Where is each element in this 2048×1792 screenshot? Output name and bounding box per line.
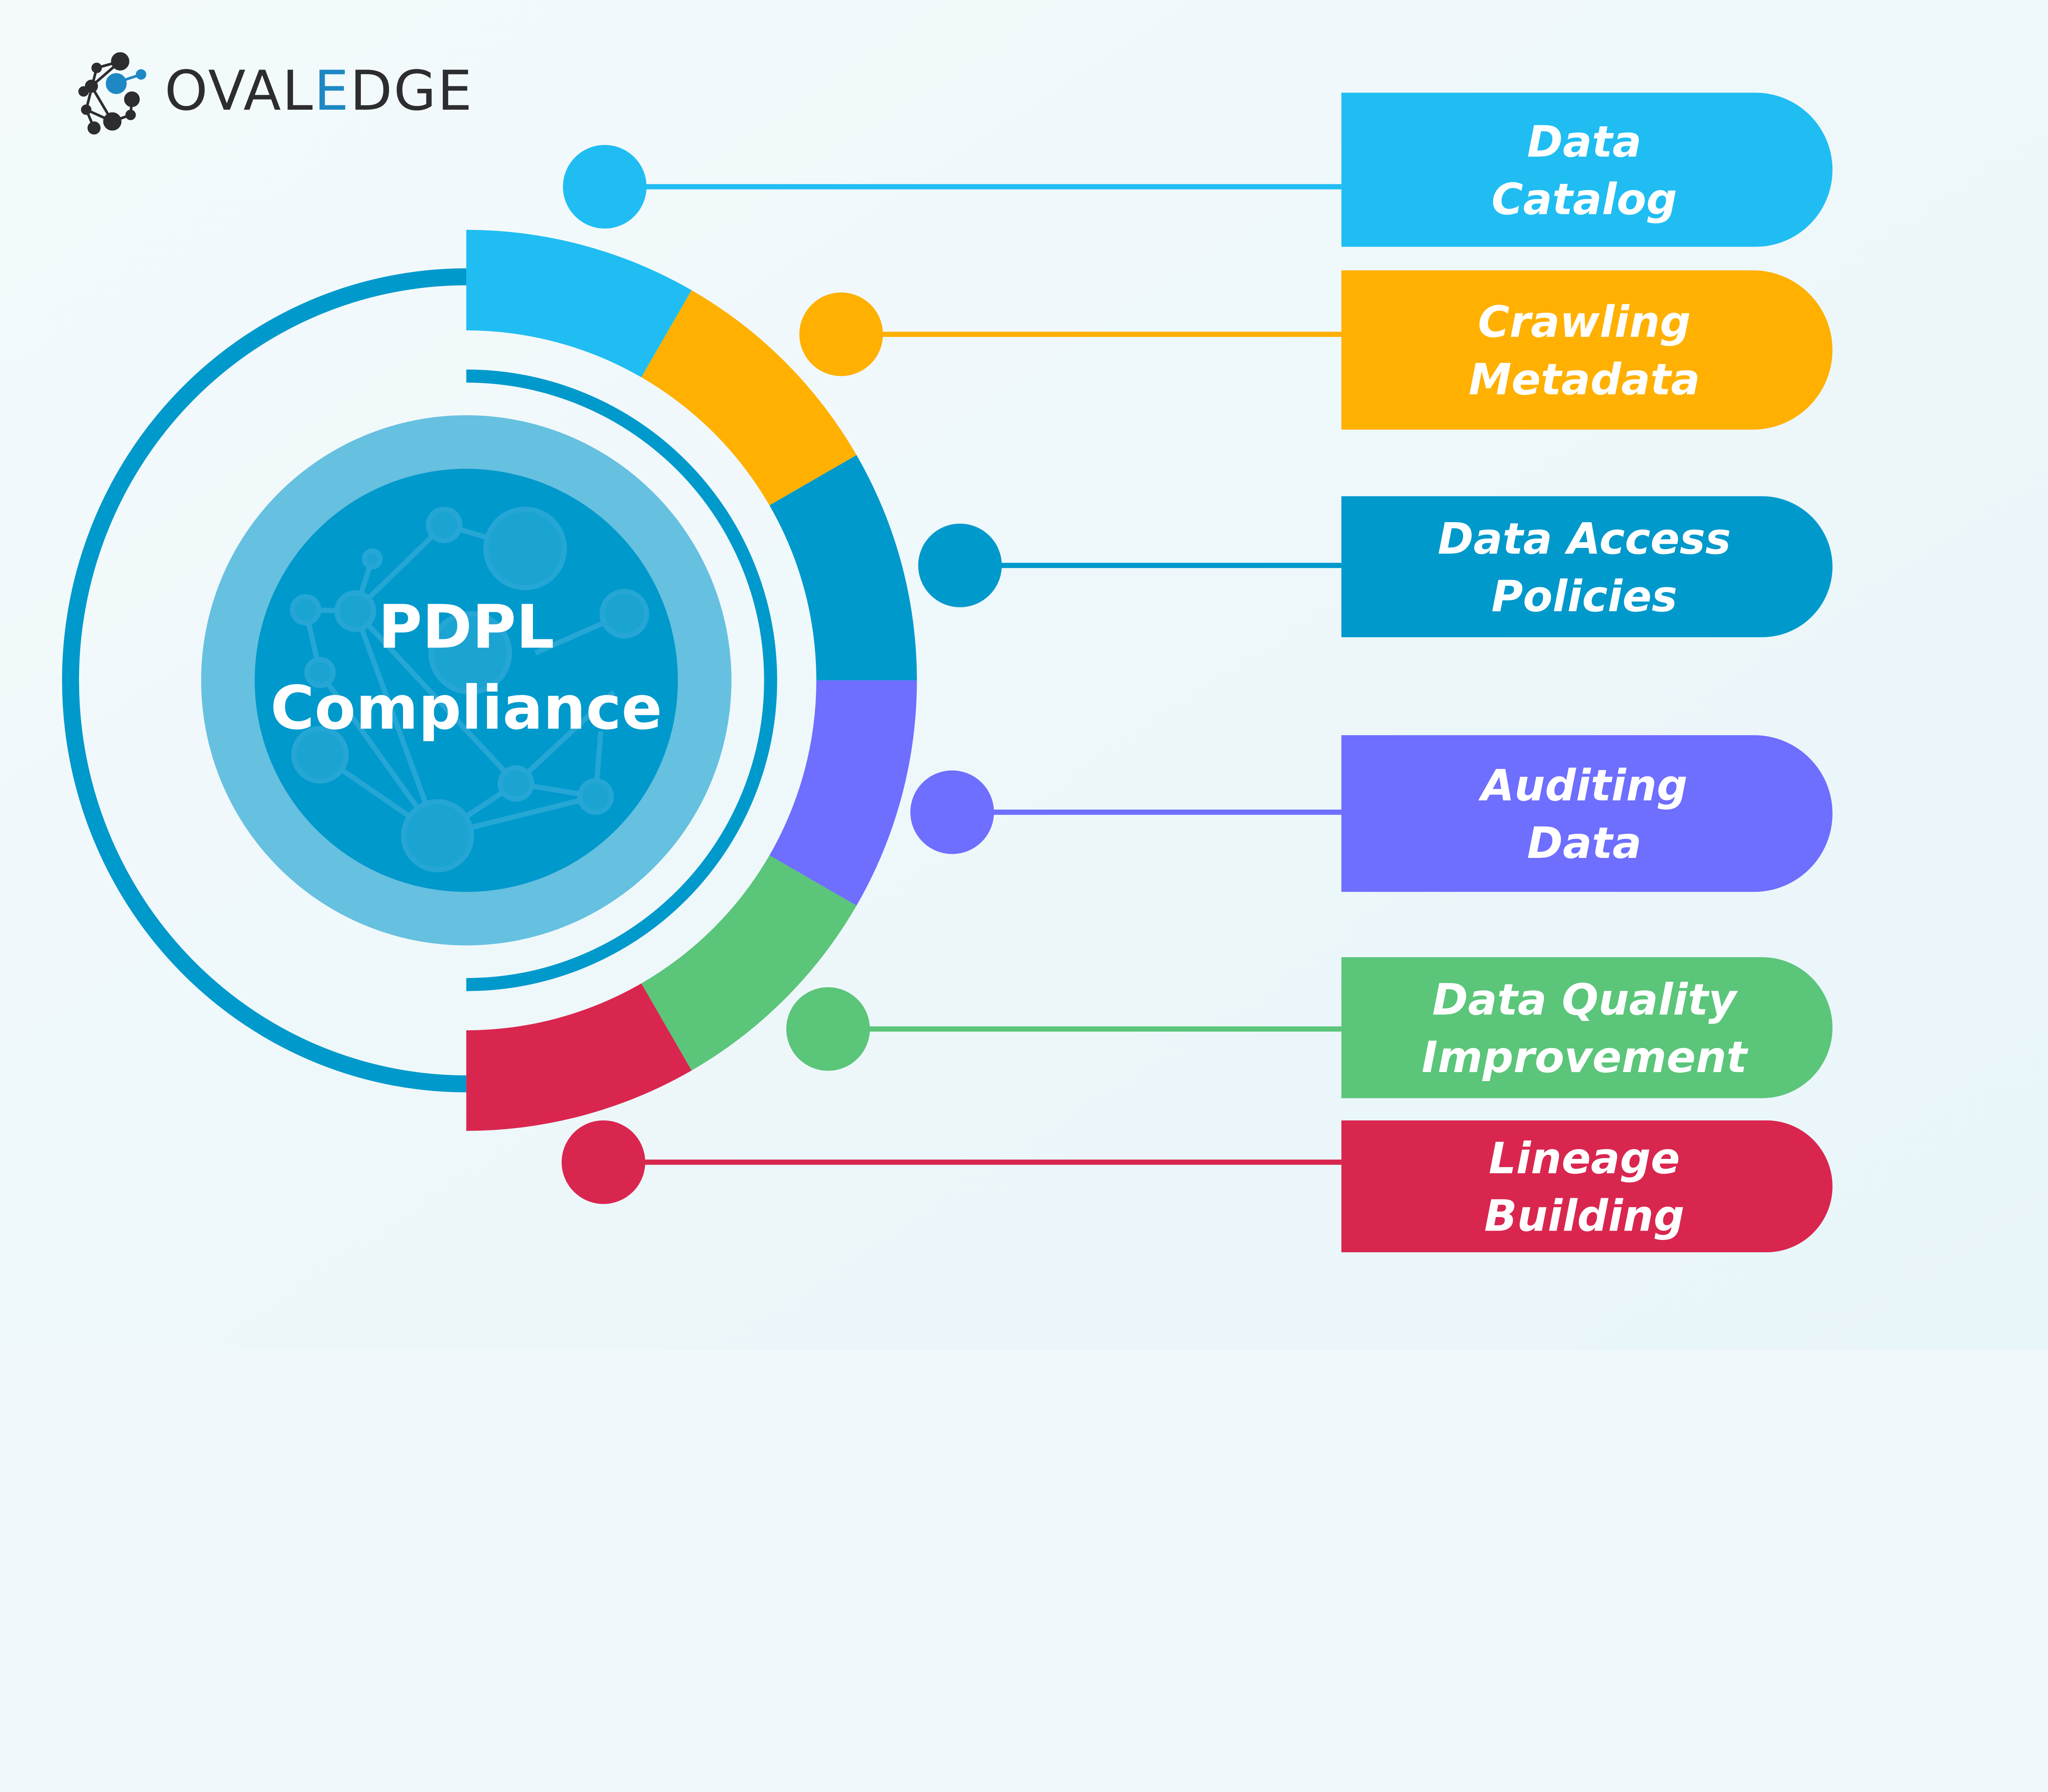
segment-5 [641, 855, 857, 1071]
connector-dot [786, 987, 870, 1071]
connector-dot [918, 523, 1002, 607]
label-box [1341, 735, 1833, 892]
label-line2: Improvement [1422, 1032, 1749, 1082]
label-line2: Data [1527, 818, 1642, 868]
logo-prefix: OVAL [165, 59, 314, 123]
label-box [1341, 496, 1833, 638]
segment-3 [769, 455, 917, 681]
outer-ring [62, 268, 467, 1093]
center-title-line1: PDPL [378, 592, 554, 662]
label-line1: Auditing [1478, 760, 1688, 811]
label-line1: Data Access [1438, 514, 1731, 564]
logo-text: OVALEDGE [165, 59, 473, 123]
segment-4 [769, 680, 917, 906]
segment-2 [641, 290, 857, 506]
ovaledge-logo: OVALEDGE [78, 52, 473, 135]
inner-ring [466, 369, 777, 991]
label-line2: Catalog [1491, 174, 1677, 224]
label-line1: Lineage [1488, 1133, 1680, 1183]
segment-6 [466, 983, 692, 1131]
label-line1: Data Quality [1432, 975, 1738, 1025]
label-line2: Metadata [1468, 354, 1700, 405]
network-logo-icon [78, 52, 147, 135]
label-line1: Data [1527, 117, 1642, 167]
label-box [1341, 957, 1833, 1098]
connector-dot [563, 145, 647, 229]
logo-suffix: DGE [350, 59, 473, 123]
label-line2: Policies [1491, 571, 1677, 621]
label-box [1341, 93, 1833, 247]
label-line1: Crawling [1478, 297, 1691, 347]
connector-dot [799, 292, 883, 376]
network-watermark-icon [290, 507, 649, 873]
label-line2: Building [1484, 1190, 1685, 1241]
segment-arc [466, 230, 917, 1131]
label-box [1341, 1120, 1833, 1253]
infographic: OVALEDGE PDPL Compliance DataCatalogCraw… [0, 0, 2048, 1351]
label-box [1341, 270, 1833, 430]
center-title-line2: Compliance [270, 673, 662, 743]
connector-dot [562, 1120, 646, 1204]
segment-1 [466, 230, 692, 378]
logo-accent: E [314, 59, 350, 123]
connector-dot [910, 770, 994, 854]
